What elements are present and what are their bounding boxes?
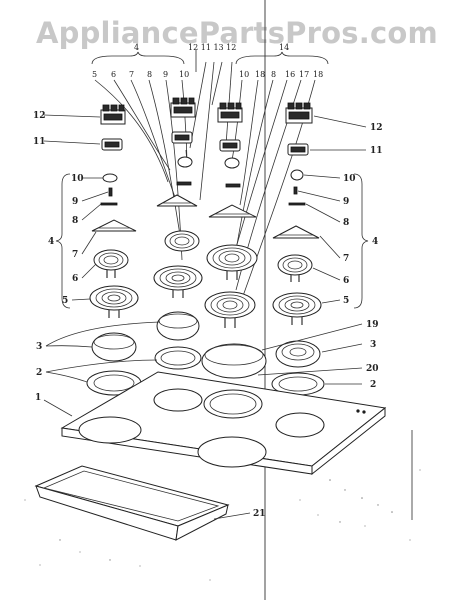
callout-11-right: 11 [370, 146, 383, 156]
group-label-left: 4 [134, 43, 139, 52]
top-label-left-0: 5 [92, 70, 97, 79]
callout-2-left: 2 [36, 368, 42, 378]
terminal-block-far-right [285, 102, 313, 124]
large-burner-inner-right [206, 244, 258, 280]
cap-inner-right [224, 157, 241, 188]
callout-7-left: 7 [72, 250, 78, 260]
terminal-block-inner-right [217, 102, 243, 123]
trim-ring-inner-left [154, 346, 202, 370]
top-label-right-1: 18 [255, 70, 265, 79]
callout-5-right: 5 [343, 296, 349, 306]
clip-left [100, 202, 118, 206]
bracket-far-right [272, 225, 320, 239]
pin-left [108, 187, 113, 197]
top-label-left-4: 9 [163, 70, 168, 79]
callout-6-left: 6 [72, 274, 78, 284]
cap-left [102, 173, 118, 183]
group-label-mid: 12 11 13 12 [188, 43, 236, 52]
callout-8-left: 8 [72, 216, 78, 226]
small-burner-right [277, 254, 313, 282]
top-row-right-labels: 10 18 8 16 17 18 [239, 70, 323, 79]
callout-6-right: 6 [343, 276, 349, 286]
top-label-left-1: 6 [111, 70, 116, 79]
group-label-right: 14 [279, 43, 289, 52]
callout-12-left: 12 [33, 111, 46, 121]
callout-20: 20 [366, 364, 379, 374]
pin-right [293, 186, 298, 195]
top-label-left-5: 10 [179, 70, 189, 79]
cooktop-panel [60, 371, 387, 476]
bracket-inner-left [156, 194, 198, 207]
terminal-block-far-left [100, 104, 126, 125]
receptacle-far-left [101, 138, 123, 151]
callout-10-right: 10 [343, 174, 356, 184]
small-burner-inner-left [164, 230, 200, 252]
callout-7-right: 7 [343, 254, 349, 264]
large-burner-left [89, 285, 139, 318]
callout-3-right: 3 [370, 340, 376, 350]
bracket-inner-right [208, 204, 257, 218]
top-row-left-labels: 5 6 7 8 9 10 [92, 70, 189, 79]
receptacle-inner-right [219, 139, 241, 152]
callout-1: 1 [35, 393, 41, 403]
brace-right [235, 51, 329, 65]
small-burner-left [93, 249, 129, 278]
callout-19: 19 [366, 320, 379, 330]
top-label-right-4: 17 [299, 70, 309, 79]
top-label-right-5: 18 [313, 70, 323, 79]
clip-right [288, 202, 306, 206]
receptacle-inner-left [171, 131, 193, 144]
drip-bowl-large [201, 343, 267, 379]
large-burner-center [204, 291, 256, 328]
brace-side-left [55, 173, 71, 309]
callout-21: 21 [253, 509, 266, 519]
callout-9-left: 9 [72, 197, 78, 207]
drip-bowl-inner-left [156, 311, 200, 341]
callout-2-right: 2 [370, 380, 376, 390]
callout-10-left: 10 [71, 174, 84, 184]
large-burner-inner-left [153, 265, 203, 298]
callout-4-right: 4 [372, 237, 378, 247]
callout-11-left: 11 [33, 137, 46, 147]
callout-8-right: 8 [343, 218, 349, 228]
callout-4-left: 4 [48, 237, 54, 247]
watermark: AppliancePartsPros.com [36, 16, 438, 50]
top-leader-lines [94, 61, 316, 311]
top-label-left-3: 8 [147, 70, 152, 79]
brace-left [91, 51, 185, 65]
callout-leaders [43, 114, 367, 520]
cap-inner-left [176, 156, 193, 186]
terminal-block-inner-left [170, 97, 196, 118]
callout-12-right: 12 [370, 123, 383, 133]
cap-right [290, 169, 304, 181]
bracket-far-left [91, 219, 137, 232]
top-label-right-0: 10 [239, 70, 249, 79]
drip-bowl-left [91, 332, 137, 362]
top-label-left-2: 7 [129, 70, 134, 79]
callout-5-left: 5 [62, 296, 68, 306]
callout-3-left: 3 [36, 342, 42, 352]
receptacle-far-right [287, 143, 309, 156]
callout-9-right: 9 [343, 197, 349, 207]
drip-tray [34, 465, 230, 541]
brace-side-right [353, 173, 369, 309]
large-burner-right [272, 292, 322, 325]
scan-noise [24, 469, 421, 581]
top-label-right-2: 8 [271, 70, 276, 79]
top-label-right-3: 16 [285, 70, 295, 79]
callout-labels: 12 11 10 9 8 4 7 6 5 3 2 1 12 11 10 9 8 … [33, 111, 383, 519]
